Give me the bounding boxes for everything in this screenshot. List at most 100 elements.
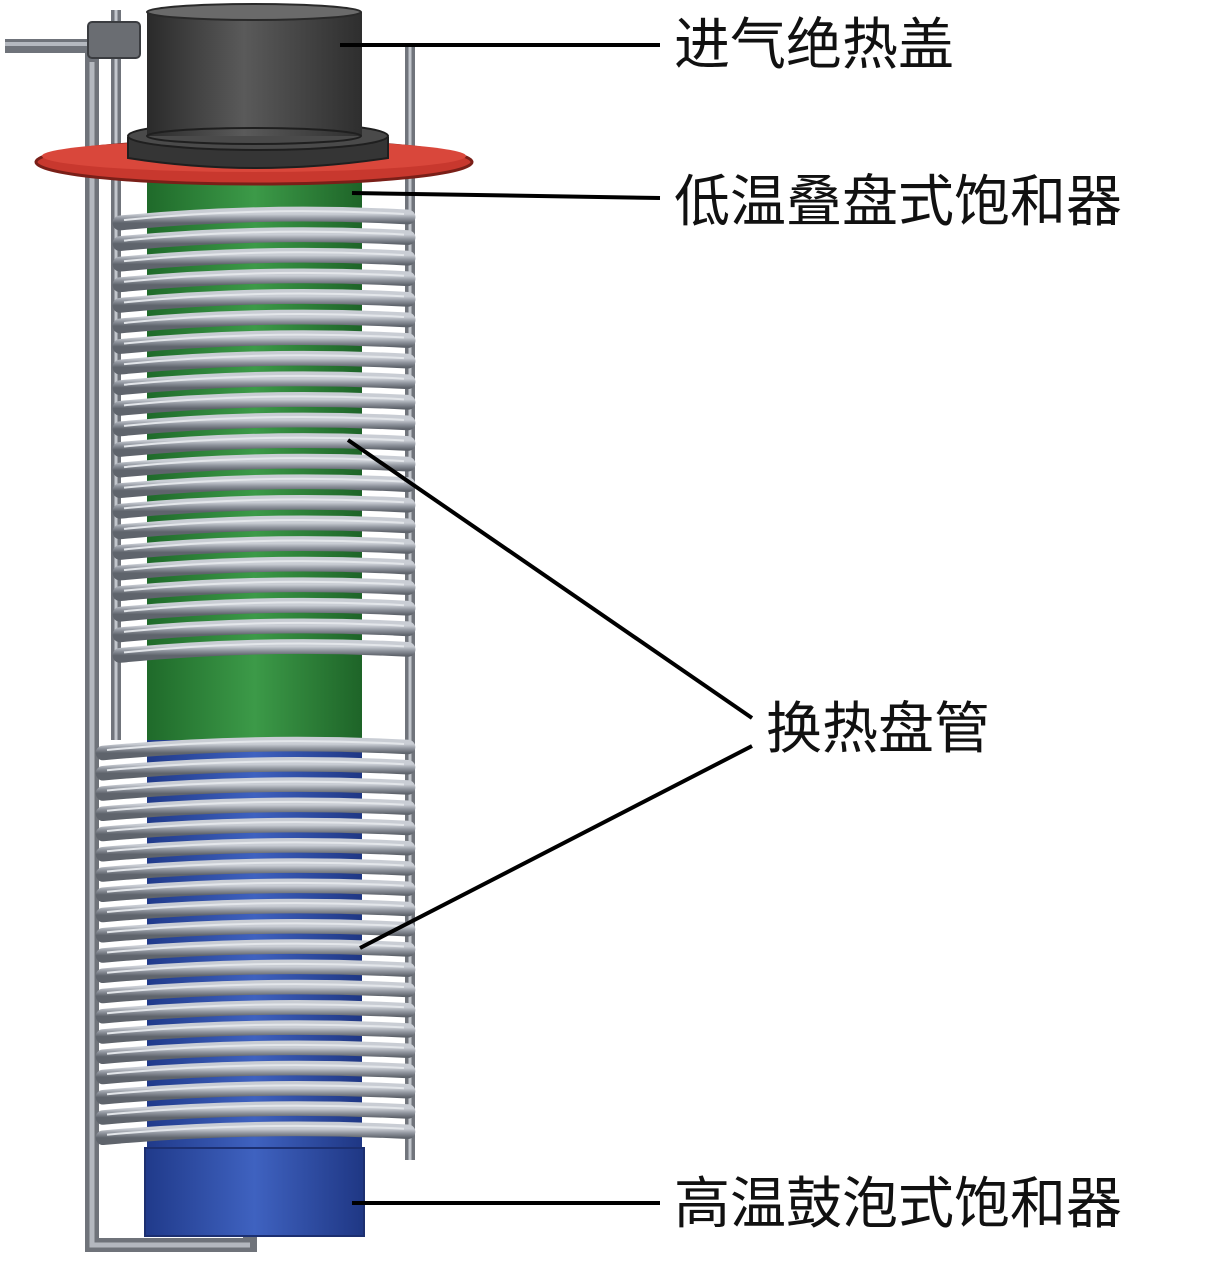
lower-coil-turn-highlight [106, 902, 405, 913]
upper-coil-turn-highlight [123, 292, 405, 304]
upper-coil-turn [112, 494, 416, 519]
upper-coil-turn-highlight [123, 251, 405, 263]
lower-coil-turn-highlight [106, 881, 405, 893]
label-heat-exchange-coil: 换热盘管 [766, 697, 990, 762]
lower-coil-turn-highlight [106, 962, 405, 974]
upper-coil-turn-highlight [123, 601, 405, 613]
upper-coil-turn [112, 639, 416, 663]
lower-coil-turn [95, 777, 416, 801]
lower-coil-turn [95, 858, 416, 882]
inlet-fitting [87, 21, 141, 59]
upper-coil-turn-highlight [123, 560, 405, 572]
leader-coil-lower [359, 744, 753, 950]
label-high-temp-saturator: 高温鼓泡式饱和器 [674, 1172, 1122, 1237]
upper-coil-turn [112, 412, 416, 437]
lower-coil-turn-highlight [106, 1064, 405, 1075]
upper-coil-turn-highlight [123, 230, 405, 242]
upper-coil-turn-highlight [123, 416, 405, 427]
lower-coil-turn [95, 736, 416, 761]
inlet-pipe [5, 39, 99, 62]
upper-coil-turn-highlight [123, 518, 405, 530]
upper-coil-turn-highlight [123, 621, 405, 633]
lower-coil-turn [95, 898, 416, 923]
lower-coil-turn-highlight [106, 983, 405, 994]
inlet-adiabatic-cover [127, 3, 389, 169]
upper-coil-turn-highlight [123, 498, 405, 510]
lower-coil-turn-highlight [106, 1104, 405, 1116]
label-inlet-adiabatic-cover: 进气绝热盖 [674, 13, 954, 78]
lower-coil-turn [95, 1000, 416, 1024]
lower-coil-turn [95, 878, 416, 903]
upper-coil-turn [112, 227, 416, 252]
lower-coil-turn [95, 757, 416, 781]
upper-coil-turn [112, 577, 416, 602]
upper-coil-turn-highlight [123, 436, 405, 448]
leader-lines [340, 43, 754, 1205]
lower-coil-turn [95, 838, 416, 862]
lower-coil-turn [95, 817, 416, 842]
lower-coil-turn-highlight [106, 780, 405, 792]
lower-coil-turn [95, 939, 416, 963]
upper-coil-turn [112, 350, 416, 375]
upper-coil-turn-highlight [123, 539, 405, 551]
lower-coil-turn [95, 1081, 416, 1105]
lower-coil-turn-highlight [106, 760, 405, 772]
upper-coil-turn [112, 453, 416, 478]
upper-coil-turn-highlight [123, 354, 405, 366]
left-frame-rod-highlight [89, 60, 250, 1248]
lower-coil-turn [95, 959, 416, 984]
lower-coil-turn-highlight [106, 1124, 405, 1136]
upper-coil-turn [112, 289, 416, 313]
label-low-temp-saturator: 低温叠盘式饱和器 [674, 170, 1122, 235]
leader-coil-upper [346, 438, 754, 720]
lower-coil-turn-highlight [106, 800, 405, 812]
lower-coil-turn-highlight [106, 1043, 405, 1055]
lower-coil-turn [95, 919, 416, 943]
upper-coil-turn [112, 536, 416, 560]
upper-coil-turn [112, 247, 416, 272]
upper-coil-turn [112, 556, 416, 581]
lower-coil-turn-highlight [106, 821, 405, 832]
upper-coil-turn [112, 371, 416, 396]
upper-coil-turn-highlight [123, 457, 405, 469]
upper-coil-turn [112, 268, 416, 293]
lower-coil-turn [95, 1020, 416, 1044]
upper-heat-exchange-coil [112, 206, 416, 663]
upper-coil-turn [112, 391, 416, 416]
upper-coil-turn [112, 474, 416, 499]
high-temp-saturator-base [144, 1147, 365, 1237]
upper-coil-turn [112, 618, 416, 643]
lower-coil-turn [95, 1121, 416, 1146]
upper-coil-turn-highlight [123, 374, 405, 386]
upper-coil-turn-highlight [123, 210, 405, 221]
lower-coil-turn-highlight [106, 1023, 405, 1035]
upper-coil-turn-highlight [123, 477, 405, 489]
lower-coil-turn-highlight [106, 740, 405, 751]
upper-coil-turn [112, 330, 416, 354]
leader-low-temp-saturator [351, 191, 661, 200]
upper-coil-turn [112, 515, 416, 540]
lower-coil-turn-highlight [106, 1084, 405, 1096]
upper-coil-turn-highlight [123, 271, 405, 283]
lower-coil-turn [95, 1101, 416, 1125]
lower-coil-turn-highlight [106, 841, 405, 853]
lower-coil-turn [95, 979, 416, 1004]
upper-coil-turn-highlight [123, 642, 405, 654]
lower-coil-turn [95, 797, 416, 822]
lower-coil-turn [95, 1040, 416, 1065]
upper-coil-turn-highlight [123, 313, 405, 324]
upper-coil-turn [112, 309, 416, 334]
lower-coil-turn-highlight [106, 1003, 405, 1015]
upper-coil-turn [112, 433, 416, 457]
upper-coil-turn-highlight [123, 395, 405, 407]
upper-coil-turn-highlight [123, 333, 405, 345]
lower-heat-exchange-coil [95, 736, 416, 1146]
upper-coil-turn-highlight [123, 580, 405, 592]
lower-coil-turn-highlight [106, 922, 405, 934]
lower-coil-turn [95, 1060, 416, 1085]
upper-coil-turn [112, 206, 416, 231]
lower-coil-turn-highlight [106, 861, 405, 873]
upper-coil-turn [112, 597, 416, 622]
